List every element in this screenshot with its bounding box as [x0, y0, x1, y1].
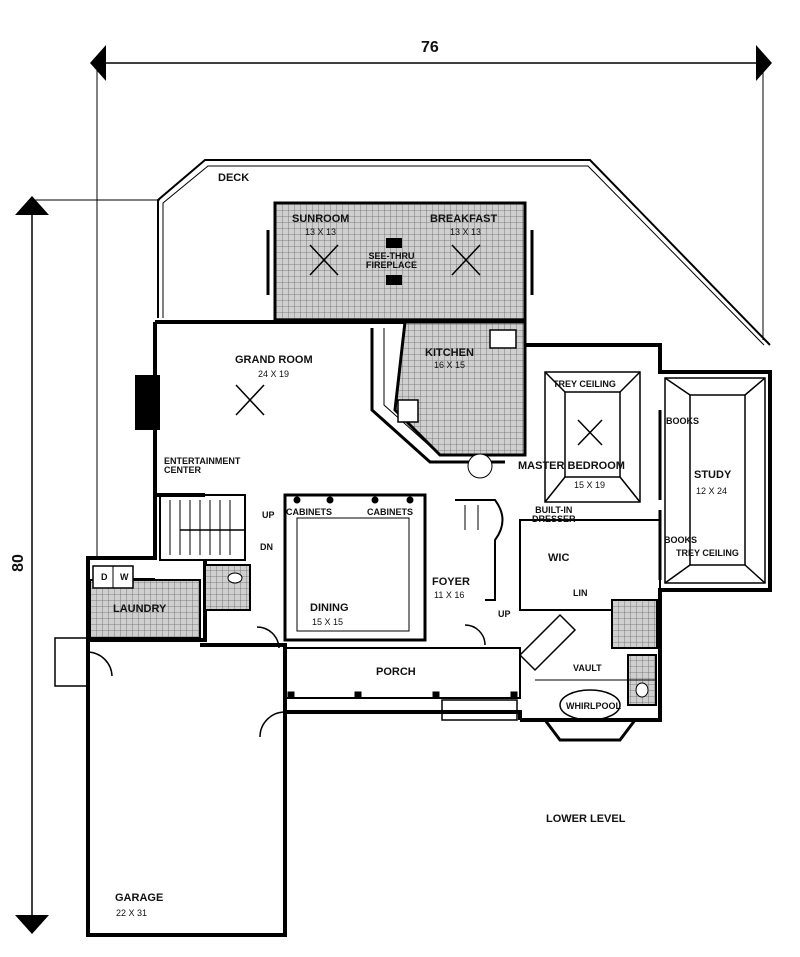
master-bath [518, 519, 661, 742]
entertainment-center-label: ENTERTAINMENT CENTER [164, 456, 241, 475]
porch-label: PORCH [376, 666, 416, 678]
dryer-label: D [101, 572, 108, 582]
garage-door-swing [54, 624, 486, 738]
dining-size: 15 X 15 [312, 617, 344, 627]
deck-outline [157, 159, 771, 346]
kitchen-size: 16 X 15 [434, 360, 466, 370]
study-trey-ceiling [658, 377, 766, 584]
grand-room-size: 24 X 19 [258, 369, 290, 379]
staircase [159, 494, 246, 561]
breakfast-label: BREAKFAST [430, 213, 498, 225]
fireplace-icon [386, 238, 402, 285]
width-dimension-label: 76 [421, 39, 439, 56]
washer-label: W [120, 572, 129, 582]
cabinets-left-label: CABINETS [286, 507, 333, 517]
sunroom-size: 13 X 13 [305, 227, 337, 237]
study-label: STUDY [694, 469, 732, 481]
study-trey-ceiling-label: TREY CEILING [676, 548, 739, 558]
vault-label: VAULT [573, 663, 602, 673]
foyer-stairs [455, 499, 504, 601]
wic-label: WIC [548, 552, 570, 564]
built-in-dresser-label: BUILT-IN DRESSER [532, 505, 576, 524]
fireplace-label: SEE-THRU FIREPLACE [366, 251, 418, 270]
master-trey-ceiling [544, 371, 641, 503]
dining-label: DINING [310, 602, 349, 614]
lin-label: LIN [573, 588, 588, 598]
cabinets-right-label: CABINETS [367, 507, 414, 517]
foyer-size: 11 X 16 [434, 590, 465, 600]
sunroom-breakfast-floor [273, 201, 527, 322]
garage-size: 22 X 31 [116, 908, 148, 918]
ceiling-fan-icon [235, 244, 603, 446]
grand-room-fireplace-icon [135, 375, 160, 430]
master-trey-ceiling-label: TREY CEILING [553, 379, 616, 389]
depth-dimension-line [15, 196, 160, 934]
lower-level-label: LOWER LEVEL [546, 813, 626, 825]
house-walls [86, 320, 772, 937]
laundry-room [89, 564, 251, 639]
depth-dimension-label: 80 [9, 554, 27, 572]
porch [284, 647, 521, 721]
books-top-label: BOOKS [666, 416, 700, 426]
laundry-label: LAUNDRY [113, 603, 167, 615]
foyer-label: FOYER [432, 576, 470, 588]
master-bedroom-label: MASTER BEDROOM [518, 460, 625, 472]
grand-room-label: GRAND ROOM [235, 354, 313, 366]
stairs-dn-label: DN [260, 542, 273, 552]
study-size: 12 X 24 [696, 486, 728, 496]
dining-room [283, 493, 427, 642]
garage-label: GARAGE [115, 892, 164, 904]
kitchen-label: KITCHEN [425, 347, 474, 359]
master-bedroom-size: 15 X 19 [574, 480, 606, 490]
breakfast-size: 13 X 13 [450, 227, 482, 237]
whirlpool-label: WHIRLPOOL [566, 701, 621, 711]
deck-label: DECK [218, 172, 250, 184]
width-dimension-line [90, 45, 772, 560]
books-bottom-label: BOOKS [664, 535, 698, 545]
sunroom-label: SUNROOM [292, 213, 350, 225]
foyer-up-label: UP [498, 609, 511, 619]
stairs-up-label: UP [262, 510, 275, 520]
